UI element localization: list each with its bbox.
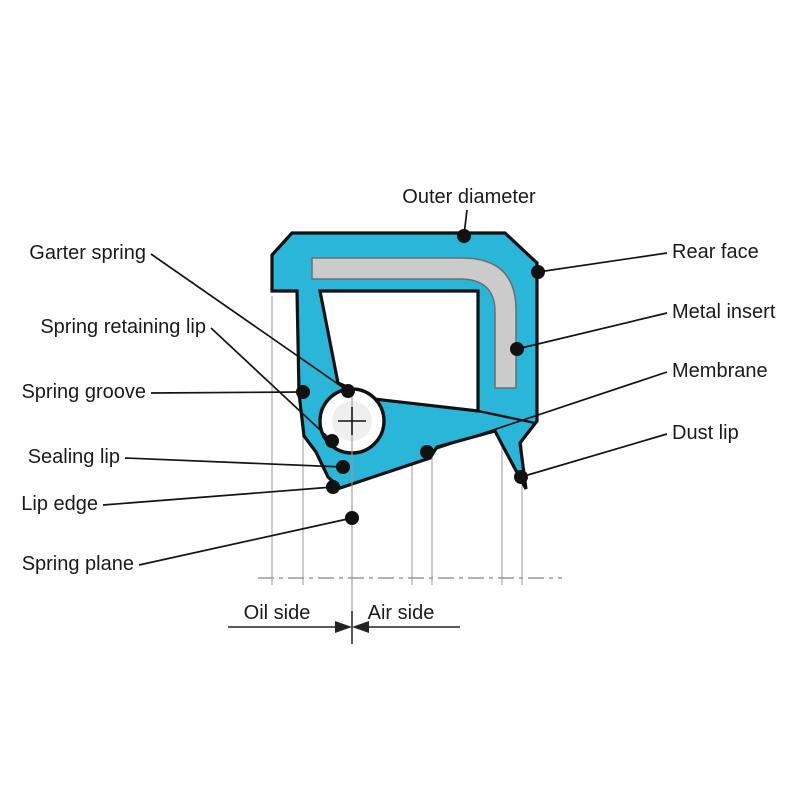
leader-rear-face <box>537 252 668 273</box>
dot-membrane <box>420 445 434 459</box>
leader-spring-groove <box>150 391 304 394</box>
air-side-arrowhead <box>352 621 369 633</box>
label-air-side: Air side <box>368 602 435 624</box>
leader-garter-spring <box>150 253 349 392</box>
label-sealing-lip: Sealing lip <box>28 446 120 468</box>
leader-dust-lip <box>520 433 668 478</box>
anchor-dots <box>296 229 545 525</box>
membrane-top-edge <box>477 409 536 425</box>
dot-spring-plane <box>345 511 359 525</box>
label-garter-spring: Garter spring <box>29 242 146 264</box>
label-spring-plane: Spring plane <box>22 553 134 575</box>
leader-membrane <box>426 371 668 453</box>
dot-outer-diameter <box>457 229 471 243</box>
label-rear-face: Rear face <box>672 241 759 263</box>
dot-garter-spring <box>341 384 355 398</box>
label-metal-insert: Metal insert <box>672 301 776 323</box>
dot-lip-edge <box>326 480 340 494</box>
label-outer-diameter: Outer diameter <box>402 186 536 208</box>
dot-spring-retaining-lip <box>325 434 339 448</box>
label-oil-side: Oil side <box>244 602 311 624</box>
label-dust-lip: Dust lip <box>672 422 739 444</box>
side-dimension <box>228 611 460 644</box>
leader-lip-edge <box>102 486 334 506</box>
leader-spring-retaining-lip <box>210 327 333 442</box>
leader-lines <box>102 209 668 566</box>
label-spring-retaining-lip: Spring retaining lip <box>40 316 206 338</box>
dot-sealing-lip <box>336 460 350 474</box>
dot-dust-lip <box>514 470 528 484</box>
dot-metal-insert <box>510 342 524 356</box>
label-membrane: Membrane <box>672 360 768 382</box>
oil-side-arrowhead <box>335 621 352 633</box>
leader-spring-plane <box>138 517 353 566</box>
label-spring-groove: Spring groove <box>21 381 146 403</box>
dot-rear-face <box>531 265 545 279</box>
leader-sealing-lip <box>124 457 344 468</box>
callout-labels: Outer diameter Rear face Metal insert Me… <box>21 186 776 624</box>
leader-metal-insert <box>516 312 668 350</box>
dot-spring-groove <box>296 385 310 399</box>
metal-insert-shape <box>311 257 517 389</box>
label-lip-edge: Lip edge <box>21 493 98 515</box>
